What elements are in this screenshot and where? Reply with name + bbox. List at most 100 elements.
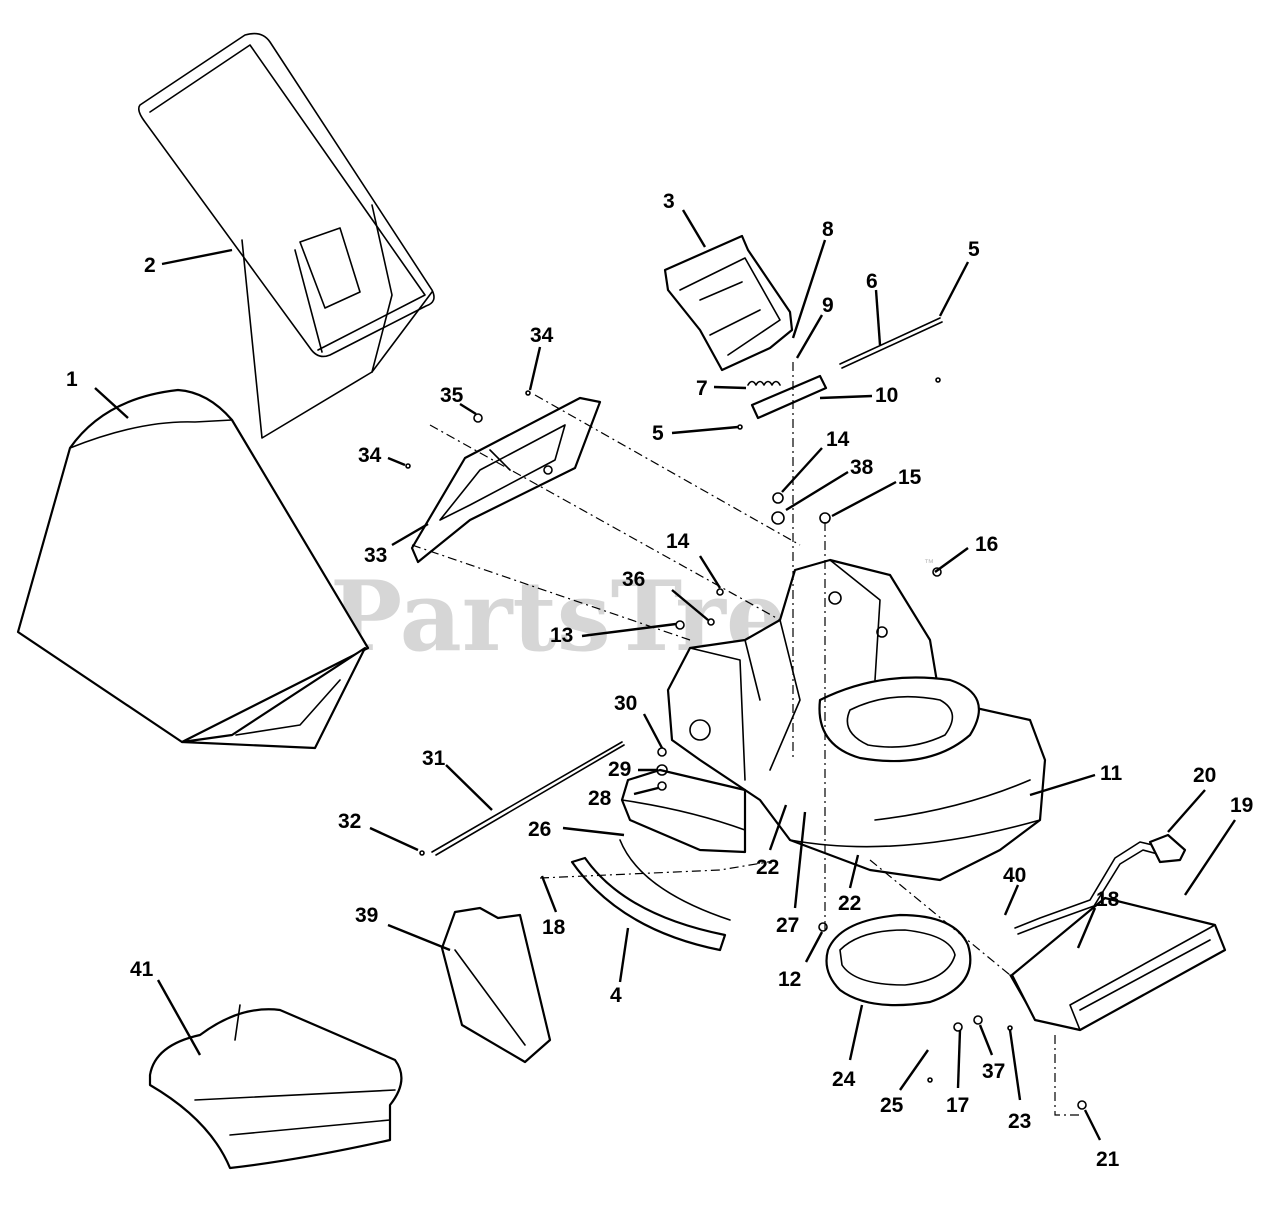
rear-cover-part[interactable] xyxy=(148,1004,403,1170)
svg-text:11: 11 xyxy=(1100,762,1123,785)
callout-24[interactable]: 24 xyxy=(832,1004,864,1091)
callout-35[interactable]: 35 xyxy=(440,384,477,416)
svg-text:12: 12 xyxy=(778,968,801,991)
callout-12[interactable]: 12 xyxy=(778,931,824,991)
svg-text:30: 30 xyxy=(614,692,637,715)
callout-14-mid[interactable]: 14 xyxy=(666,530,722,589)
svg-text:8: 8 xyxy=(822,218,834,241)
callout-29[interactable]: 29 xyxy=(608,758,658,781)
svg-text:14: 14 xyxy=(826,428,850,451)
callout-5-mid[interactable]: 5 xyxy=(652,422,739,445)
motor-box-part[interactable] xyxy=(1009,896,1227,1032)
callout-16[interactable]: 16 xyxy=(934,533,998,573)
callout-14-top[interactable]: 14 xyxy=(781,428,850,493)
svg-text:1: 1 xyxy=(66,368,78,391)
chute-part[interactable] xyxy=(620,768,747,854)
pivot-rod-part[interactable] xyxy=(839,317,943,369)
svg-text:15: 15 xyxy=(898,466,922,489)
svg-text:31: 31 xyxy=(422,747,446,770)
callout-38[interactable]: 38 xyxy=(785,456,874,512)
svg-text:34: 34 xyxy=(358,444,382,467)
svg-text:29: 29 xyxy=(608,758,631,781)
callout-1[interactable]: 1 xyxy=(66,368,129,419)
svg-text:2: 2 xyxy=(144,254,156,277)
svg-text:18: 18 xyxy=(1096,888,1120,911)
deflector-plate-part[interactable] xyxy=(410,396,602,564)
svg-text:14: 14 xyxy=(666,530,690,553)
callout-25[interactable]: 25 xyxy=(880,1049,929,1117)
axle-rod-part[interactable] xyxy=(431,741,625,856)
callout-39[interactable]: 39 xyxy=(355,904,451,952)
callout-22-right[interactable]: 22 xyxy=(838,854,861,915)
callout-13[interactable]: 13 xyxy=(550,622,677,647)
svg-text:21: 21 xyxy=(1096,1148,1120,1171)
svg-text:36: 36 xyxy=(622,568,645,591)
callout-36[interactable]: 36 xyxy=(622,568,709,621)
callout-28[interactable]: 28 xyxy=(588,786,659,810)
callout-19[interactable]: 19 xyxy=(1184,794,1253,896)
callout-41[interactable]: 41 xyxy=(130,958,202,1056)
pivot-plate-part[interactable] xyxy=(750,374,828,420)
grass-bag-part[interactable] xyxy=(16,388,370,750)
callout-8[interactable]: 8 xyxy=(791,218,834,339)
svg-text:5: 5 xyxy=(652,422,664,445)
callout-40[interactable]: 40 xyxy=(1003,864,1026,916)
svg-text:39: 39 xyxy=(355,904,378,927)
svg-text:16: 16 xyxy=(975,533,998,556)
svg-text:34: 34 xyxy=(530,324,554,347)
callout-15[interactable]: 15 xyxy=(831,466,922,518)
svg-text:9: 9 xyxy=(822,294,834,317)
callout-33[interactable]: 33 xyxy=(364,522,429,567)
callout-3[interactable]: 3 xyxy=(663,190,707,248)
svg-text:22: 22 xyxy=(838,892,861,915)
svg-text:7: 7 xyxy=(696,377,708,400)
callout-5-top[interactable]: 5 xyxy=(938,238,980,317)
bag-frame-part[interactable] xyxy=(138,32,435,439)
svg-text:5: 5 xyxy=(968,238,980,261)
watermark-trademark: ™ xyxy=(924,558,934,569)
svg-text:13: 13 xyxy=(550,624,573,647)
svg-text:28: 28 xyxy=(588,787,612,810)
handle-bracket-part[interactable] xyxy=(663,234,794,372)
callout-7[interactable]: 7 xyxy=(696,377,747,400)
callout-18-right[interactable]: 18 xyxy=(1076,888,1120,949)
callout-27[interactable]: 27 xyxy=(776,811,807,937)
mower-housing-part[interactable] xyxy=(666,558,1047,882)
alignment-lines xyxy=(411,362,1080,1116)
svg-text:23: 23 xyxy=(1008,1110,1031,1133)
callout-9[interactable]: 9 xyxy=(795,294,834,359)
callout-34-top[interactable]: 34 xyxy=(528,324,554,391)
callout-17[interactable]: 17 xyxy=(946,1029,969,1117)
svg-text:20: 20 xyxy=(1193,764,1216,787)
callout-30[interactable]: 30 xyxy=(614,692,664,749)
callout-4[interactable]: 4 xyxy=(610,927,630,1007)
svg-text:35: 35 xyxy=(440,384,464,407)
svg-text:18: 18 xyxy=(542,916,566,939)
callout-22-left[interactable]: 22 xyxy=(756,804,788,879)
callout-37[interactable]: 37 xyxy=(978,1024,1005,1083)
svg-text:17: 17 xyxy=(946,1094,969,1117)
callout-21[interactable]: 21 xyxy=(1083,1109,1120,1171)
callout-11[interactable]: 11 xyxy=(1029,762,1123,797)
side-panel-part[interactable] xyxy=(440,906,552,1064)
callout-10[interactable]: 10 xyxy=(819,384,898,407)
callout-34-left[interactable]: 34 xyxy=(358,444,406,467)
svg-text:38: 38 xyxy=(850,456,874,479)
handle-lever-part[interactable] xyxy=(1014,833,1187,935)
fan-ring-part[interactable] xyxy=(825,913,972,1007)
callout-23[interactable]: 23 xyxy=(1008,1029,1031,1133)
callout-32[interactable]: 32 xyxy=(338,810,419,852)
callouts: 1 2 3 8 5 6 9 34 35 7 10 5 34 14 38 15 3… xyxy=(66,190,1253,1171)
svg-text:22: 22 xyxy=(756,856,779,879)
svg-text:26: 26 xyxy=(528,818,551,841)
callout-18-left[interactable]: 18 xyxy=(540,875,566,939)
callout-2[interactable]: 2 xyxy=(144,248,233,277)
callout-20[interactable]: 20 xyxy=(1167,764,1216,833)
spring-part[interactable] xyxy=(747,380,781,386)
callout-31[interactable]: 31 xyxy=(422,747,493,811)
callout-6[interactable]: 6 xyxy=(866,270,882,346)
skirt-part[interactable] xyxy=(570,839,731,952)
svg-text:6: 6 xyxy=(866,270,878,293)
callout-26[interactable]: 26 xyxy=(528,818,625,841)
